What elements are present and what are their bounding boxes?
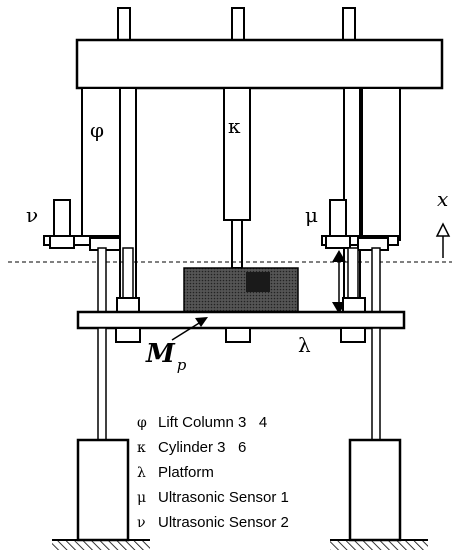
left-base: [76, 438, 130, 542]
legend-symbol-1: φ: [137, 415, 147, 431]
left-lift-column: [81, 87, 121, 241]
right-lift-column: [361, 87, 401, 241]
legend-text-5: Ultrasonic Sensor 2: [158, 514, 289, 531]
right-rod-nut: [342, 297, 366, 313]
legend-symbol-5: ν: [137, 515, 146, 531]
ultrasonic-sensor-1-body: [329, 199, 347, 237]
label-sensor-1: μ: [305, 203, 318, 227]
left-rod-nut: [116, 297, 140, 313]
under-block-left: [115, 327, 141, 343]
payload-mass: [183, 267, 299, 313]
ground-hatch-left: [52, 540, 150, 550]
under-block-right: [340, 327, 366, 343]
legend: φ Lift Column 3 4 κ Cylinder 3 6 λ Platf…: [137, 414, 289, 531]
under-block-center: [225, 327, 251, 343]
mass-pointer-head: [195, 317, 208, 327]
label-x-axis: x: [437, 187, 448, 211]
platform: [76, 310, 406, 330]
legend-symbol-3: λ: [137, 465, 146, 481]
payload-mass-highlight: [246, 272, 270, 292]
top-header-beam: [75, 38, 444, 90]
label-sensor-2: ν: [26, 203, 38, 227]
top-rod-left: [117, 7, 131, 41]
x-axis-arrow-head: [435, 222, 451, 237]
legend-text-2: Cylinder 3 6: [158, 439, 246, 456]
right-base: [348, 438, 402, 542]
top-rod-center: [231, 7, 245, 41]
label-mass-main: M: [145, 339, 176, 369]
right-lower-rod-outer: [371, 247, 381, 313]
legend-symbol-4: μ: [137, 490, 146, 506]
ground-hatch-right: [330, 540, 428, 550]
label-platform: λ: [298, 333, 311, 357]
top-rod-right: [342, 7, 356, 41]
right-leg: [371, 327, 381, 441]
left-leg: [97, 327, 107, 441]
gap-measure-head-top: [332, 250, 346, 262]
right-lower-rod-inner: [347, 247, 359, 301]
left-lower-rod-outer: [97, 247, 107, 313]
ultrasonic-sensor-2-base: [49, 235, 75, 249]
legend-text-3: Platform: [158, 464, 214, 481]
ultrasonic-sensor-2-body: [53, 199, 71, 237]
left-lower-rod-inner: [122, 247, 134, 301]
label-lift-column: φ: [90, 118, 104, 142]
center-piston-rod: [231, 219, 243, 269]
label-cylinder: κ: [228, 114, 241, 138]
label-mass-sub: p: [177, 356, 187, 374]
legend-text-1: Lift Column 3 4: [158, 414, 267, 431]
legend-symbol-2: κ: [137, 440, 146, 456]
ultrasonic-sensor-1-base: [325, 235, 351, 249]
legend-text-4: Ultrasonic Sensor 1: [158, 489, 289, 506]
center-cylinder: [223, 87, 251, 221]
